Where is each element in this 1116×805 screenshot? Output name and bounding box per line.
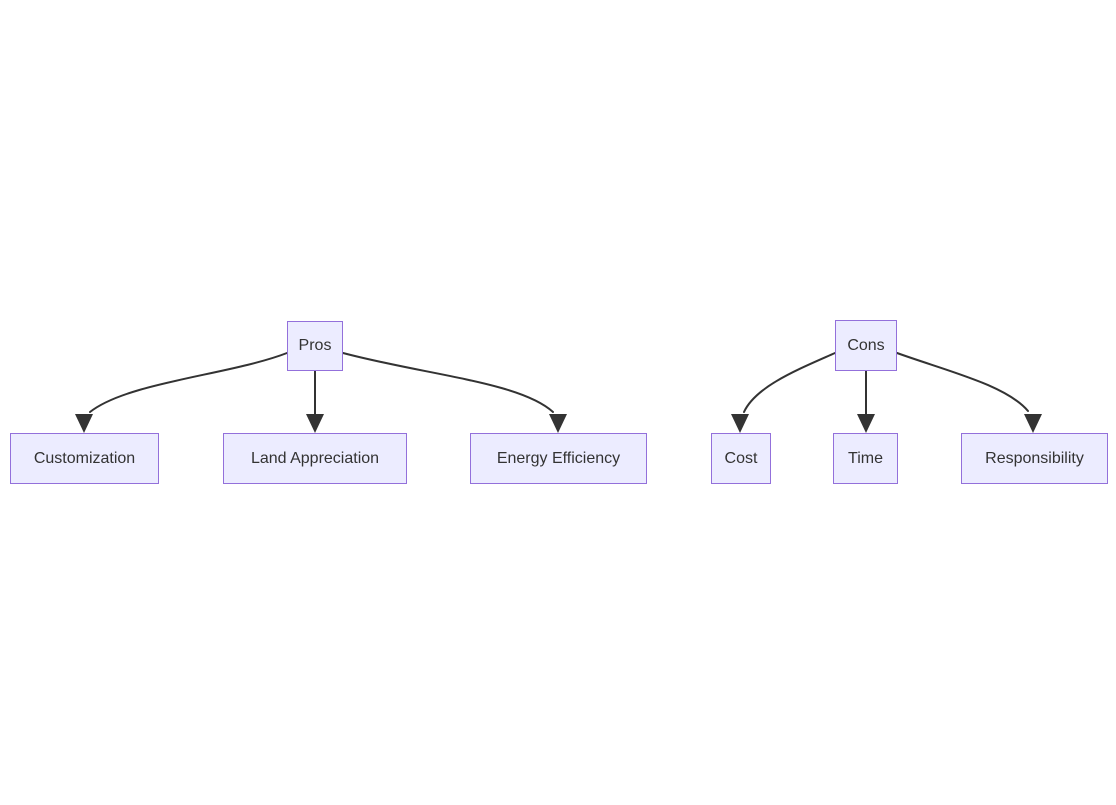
- node-land-appreciation: Land Appreciation: [223, 433, 407, 484]
- node-cost: Cost: [711, 433, 771, 484]
- arrowhead-time: [857, 414, 875, 433]
- node-responsibility-label: Responsibility: [985, 449, 1084, 467]
- arrowhead-responsibility: [1024, 414, 1042, 433]
- arrowhead-energy-efficiency: [549, 414, 567, 433]
- node-responsibility: Responsibility: [961, 433, 1108, 484]
- node-land-appreciation-label: Land Appreciation: [250, 449, 380, 467]
- edge-pros-customization: [89, 352, 288, 413]
- node-cost-label: Cost: [724, 449, 758, 467]
- node-pros-label: Pros: [298, 337, 332, 354]
- node-pros: Pros: [287, 321, 343, 371]
- arrowhead-customization: [75, 414, 93, 433]
- node-customization: Customization: [10, 433, 159, 484]
- node-energy-efficiency-label: Energy Efficiency: [496, 449, 621, 467]
- node-customization-label: Customization: [33, 449, 136, 467]
- node-cons-label: Cons: [847, 336, 885, 354]
- node-time-label: Time: [848, 449, 883, 467]
- node-energy-efficiency: Energy Efficiency: [470, 433, 647, 484]
- node-time: Time: [833, 433, 898, 484]
- edge-pros-energy-efficiency: [342, 352, 554, 413]
- node-cons: Cons: [835, 320, 897, 371]
- arrowhead-land-appreciation: [306, 414, 324, 433]
- edge-cons-cost: [743, 352, 836, 413]
- arrowhead-cost: [731, 414, 749, 433]
- edge-cons-responsibility: [896, 352, 1029, 412]
